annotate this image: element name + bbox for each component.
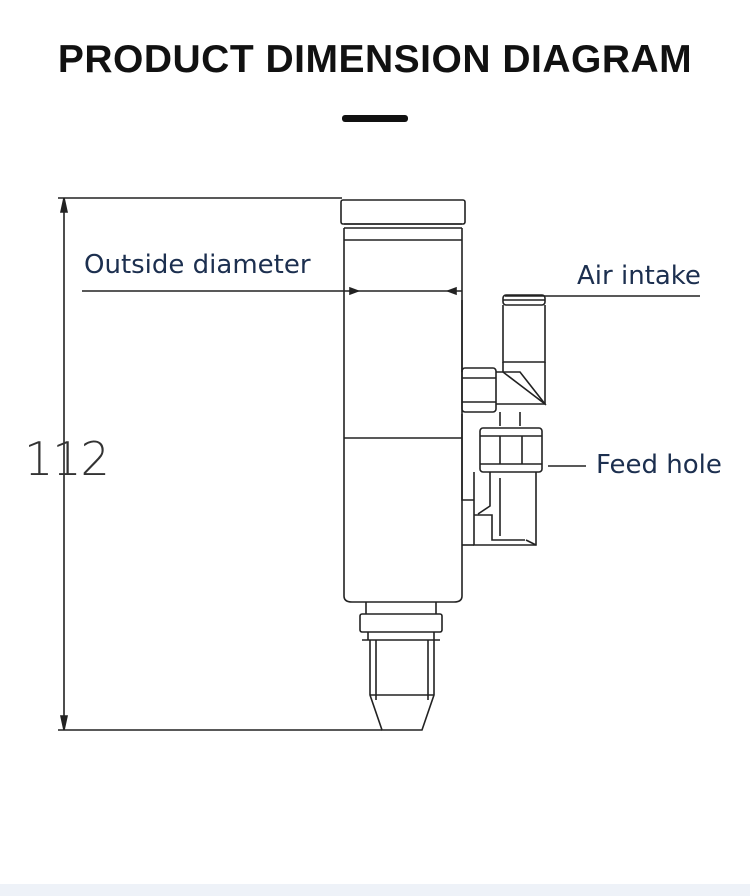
feed-hole-label: Feed hole xyxy=(596,450,722,480)
top-cap xyxy=(340,199,466,225)
elbow-fitting xyxy=(502,362,546,406)
height-arrow-bottom xyxy=(60,715,68,731)
main-body xyxy=(343,228,463,603)
page-title: PRODUCT DIMENSION DIAGRAM xyxy=(57,38,693,81)
air-intake-label: Air intake xyxy=(577,261,701,291)
height-dimension-value: 112 xyxy=(24,432,110,486)
feed-hole-nut xyxy=(479,427,543,473)
nozzle xyxy=(369,640,435,731)
title-underline xyxy=(342,115,408,122)
air-intake-tube xyxy=(502,305,546,363)
outside-diameter-label: Outside diameter xyxy=(84,250,311,280)
height-arrow-top xyxy=(60,197,68,213)
bottom-band xyxy=(0,884,750,896)
feed-body xyxy=(473,472,537,546)
neck-collar xyxy=(359,613,443,633)
hex-nut-left xyxy=(461,367,497,413)
